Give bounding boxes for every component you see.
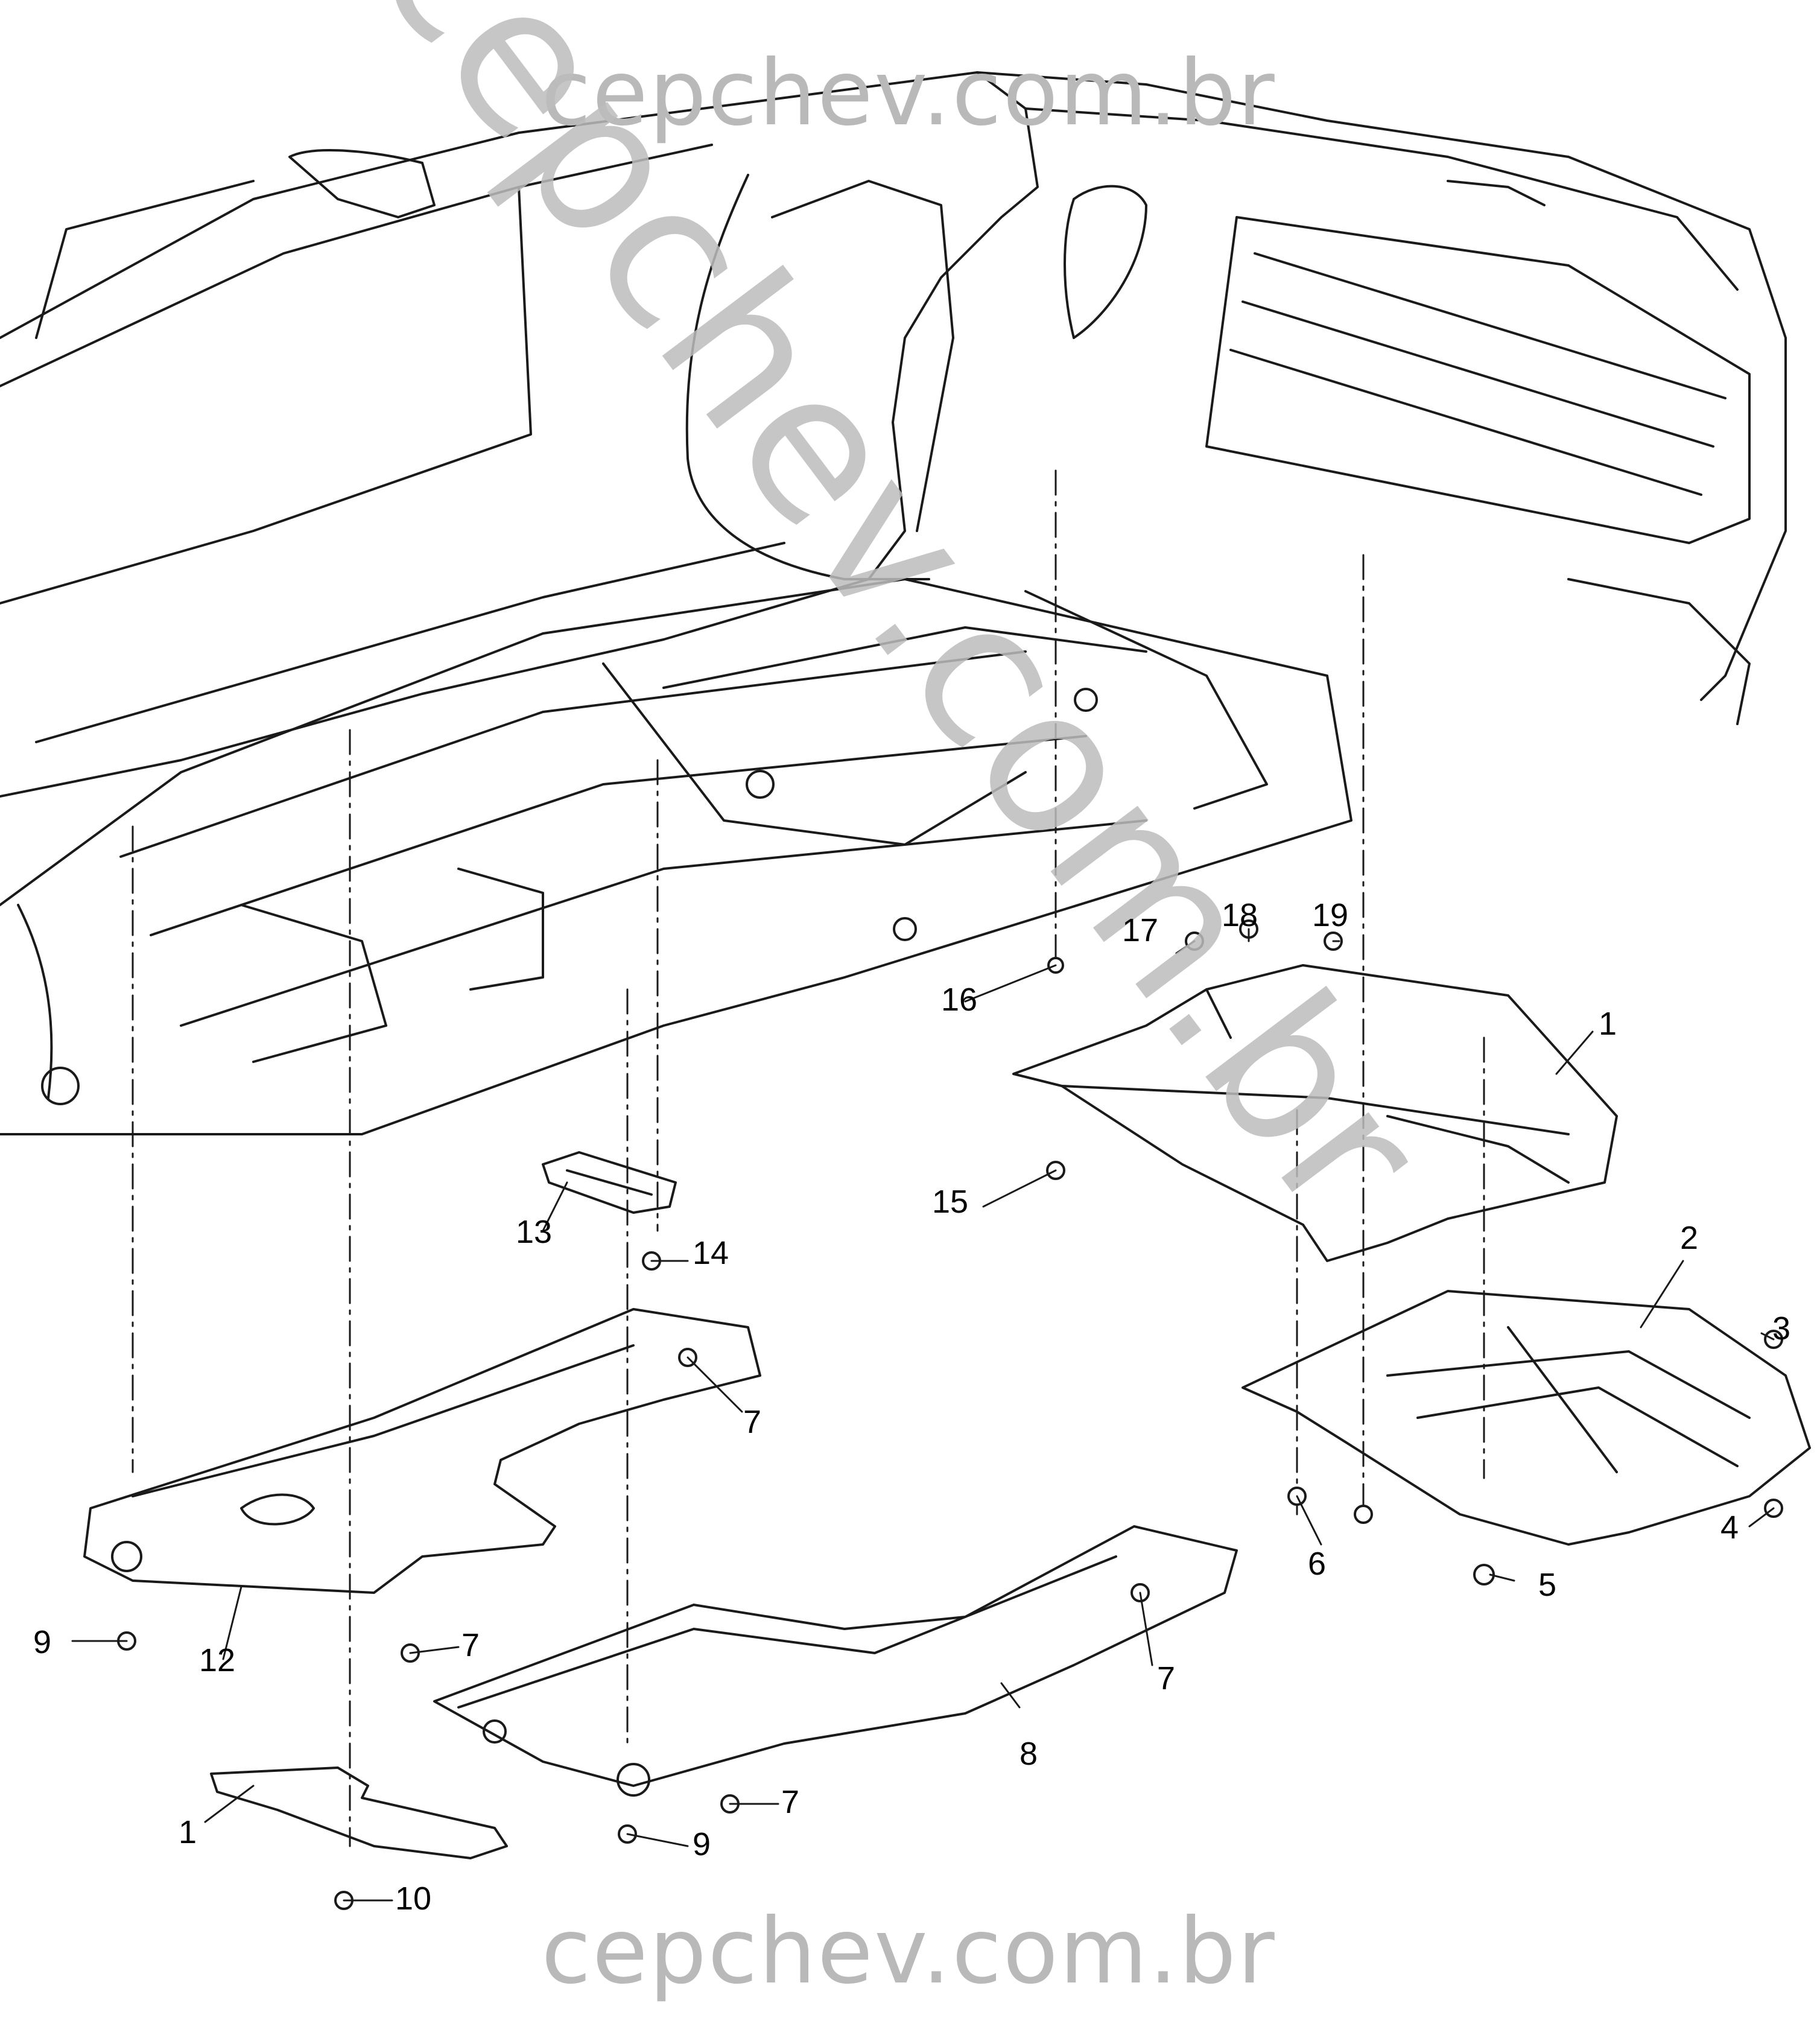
fasteners: [117, 919, 1783, 1910]
callout-4: 4: [1720, 1509, 1739, 1546]
underbody-floor-pan: [0, 578, 1352, 1135]
callout-13: 13: [516, 1214, 553, 1250]
callout-9-center: 9: [693, 1826, 711, 1862]
part-8-center-shield: [433, 1525, 1238, 1797]
callout-18: 18: [1222, 897, 1258, 933]
callout-8: 8: [1019, 1736, 1038, 1772]
alignment-lines: [132, 469, 1485, 1847]
callout-14: 14: [693, 1235, 729, 1271]
watermark-bottom: cepchev.com.br: [541, 1899, 1276, 2004]
callout-1-lower: 1: [179, 1814, 197, 1850]
callout-15: 15: [932, 1184, 969, 1220]
part-1-lower-shield: [210, 1766, 508, 1859]
callout-19: 19: [1312, 897, 1349, 933]
callout-17: 17: [1122, 912, 1159, 948]
callout-7-right: 7: [1157, 1660, 1176, 1696]
part-12-left-shield: [83, 1308, 761, 1594]
callout-10: 10: [395, 1881, 432, 1917]
vehicle-body-outline: [0, 71, 1787, 798]
callout-9-left: 9: [33, 1624, 52, 1660]
callout-3: 3: [1772, 1310, 1791, 1347]
callout-12: 12: [199, 1642, 236, 1678]
callout-leaders: [71, 928, 1775, 1902]
callout-1-upper: 1: [1599, 1006, 1617, 1042]
callout-16: 16: [941, 982, 978, 1018]
callout-7-bottom: 7: [781, 1784, 800, 1820]
callout-7-left: 7: [461, 1627, 480, 1663]
callout-6: 6: [1308, 1546, 1327, 1582]
watermark-top: cepchev.com.br: [541, 41, 1276, 146]
callout-5: 5: [1538, 1567, 1557, 1603]
part-1-upper-shield: [1012, 964, 1618, 1262]
callout-7-top: 7: [743, 1404, 762, 1440]
part-2-front-shield: [1241, 1290, 1811, 1546]
callout-2: 2: [1680, 1220, 1699, 1256]
part-13-bracket: [542, 1151, 677, 1214]
